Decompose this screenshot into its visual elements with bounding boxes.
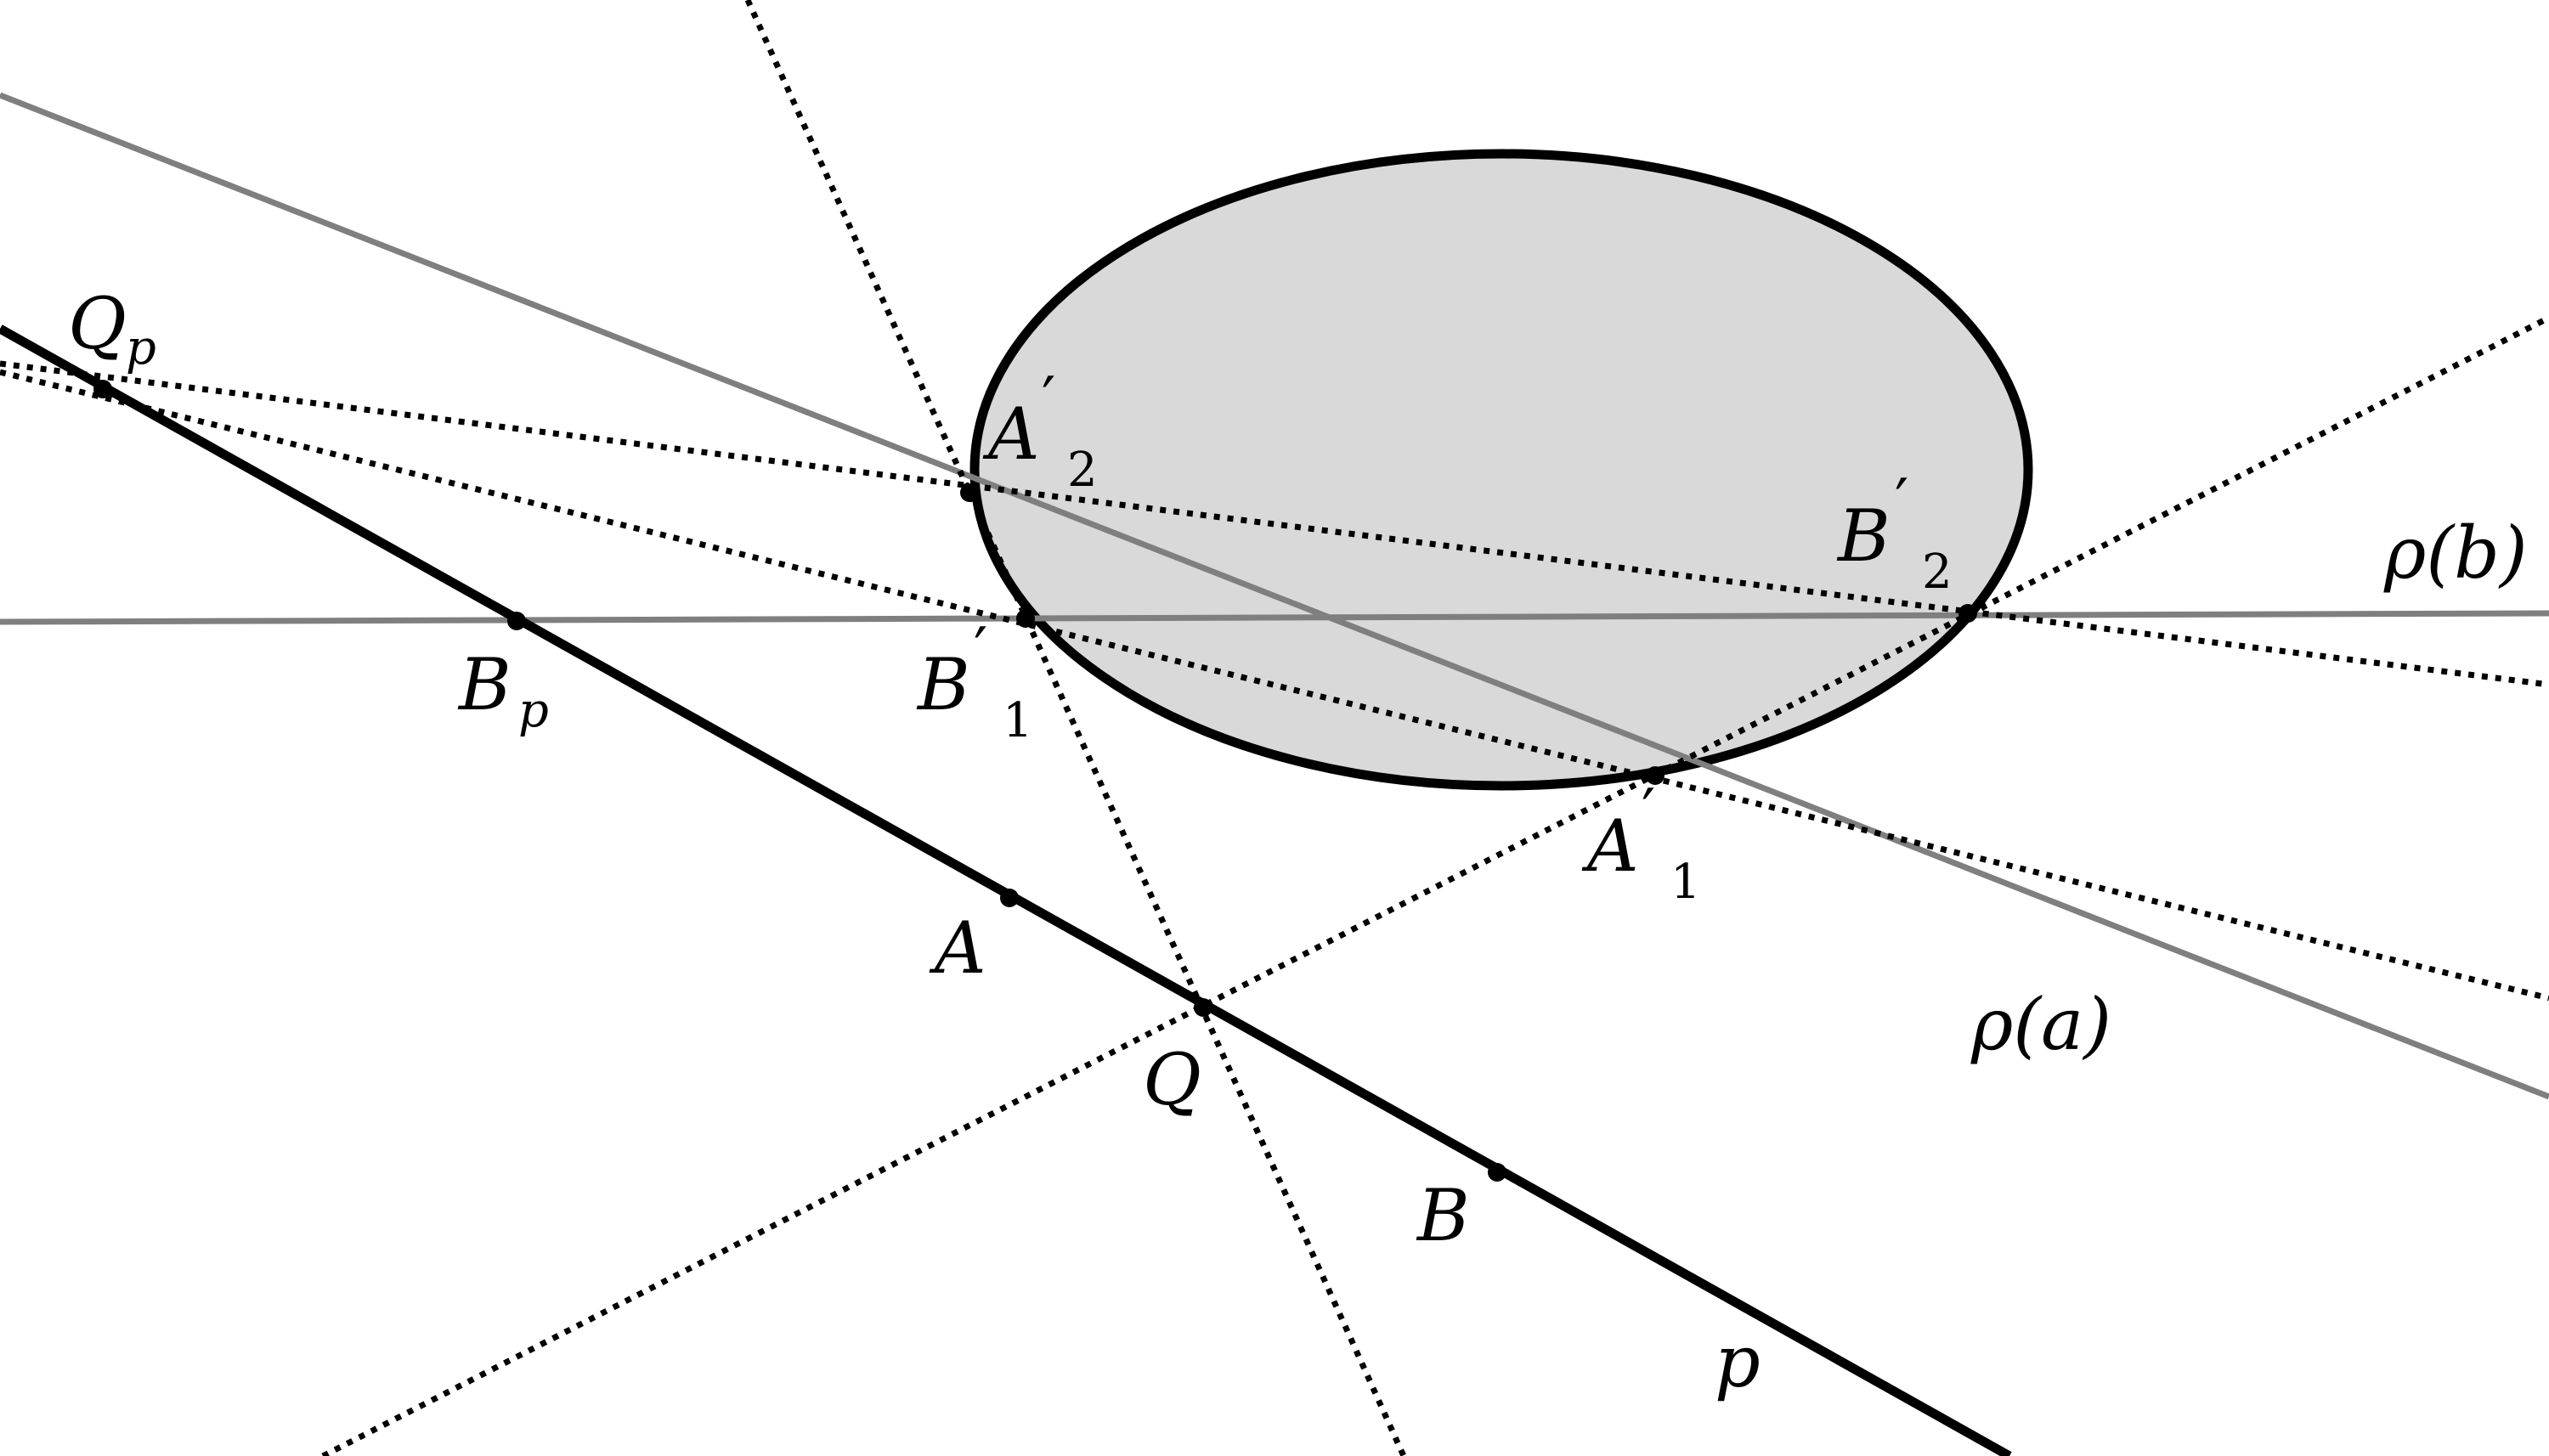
- svg-text:′: ′: [974, 614, 987, 686]
- svg-text:B: B: [916, 643, 970, 726]
- line-rho-b: [0, 610, 2549, 625]
- ellipse-conic: [969, 149, 2033, 791]
- point-Qp: [93, 380, 112, 398]
- point-B2-prime: [1958, 604, 1977, 623]
- point-B: [1488, 1163, 1506, 1182]
- svg-text:2: 2: [1922, 545, 1953, 600]
- label-Bp: B p: [457, 643, 549, 738]
- dotted-line-Qp-A1: [0, 369, 2549, 1002]
- label-rho-a: ρ(a): [1970, 983, 2111, 1066]
- point-A2-prime: [960, 483, 979, 502]
- point-Q: [1194, 998, 1212, 1017]
- label-B2-prime: B ′ 2: [1836, 466, 1953, 600]
- dotted-line-Q-B2: [321, 314, 2549, 1456]
- svg-text:A: A: [982, 392, 1040, 476]
- point-A1-prime: [1646, 766, 1664, 785]
- label-A1-prime: A ′ 1: [1581, 776, 1701, 910]
- svg-text:B: B: [457, 643, 511, 726]
- svg-text:A: A: [1581, 804, 1639, 888]
- svg-text:′: ′: [1642, 776, 1655, 847]
- label-Qp: Q p: [68, 282, 156, 375]
- svg-text:′: ′: [1042, 364, 1055, 435]
- svg-text:p: p: [126, 320, 156, 375]
- svg-text:2: 2: [1067, 443, 1098, 498]
- label-p: p: [1715, 1320, 1761, 1403]
- svg-text:p: p: [518, 683, 549, 738]
- svg-text:1: 1: [1670, 855, 1701, 910]
- point-A: [1000, 889, 1019, 907]
- svg-text:1: 1: [1003, 693, 1033, 748]
- svg-text:′: ′: [1895, 466, 1908, 537]
- label-Q: Q: [1143, 1038, 1201, 1121]
- label-A2-prime: A ′ 2: [982, 364, 1098, 498]
- point-Bp: [507, 612, 526, 630]
- svg-text:B: B: [1836, 494, 1891, 578]
- label-B: B: [1416, 1174, 1470, 1257]
- label-A: A: [929, 906, 986, 990]
- line-rho-a: [0, 92, 2549, 1100]
- label-rho-b: ρ(b): [2383, 511, 2528, 595]
- point-B1-prime: [1016, 609, 1035, 628]
- label-B1-prime: B ′ 1: [916, 614, 1033, 748]
- svg-text:Q: Q: [68, 282, 127, 365]
